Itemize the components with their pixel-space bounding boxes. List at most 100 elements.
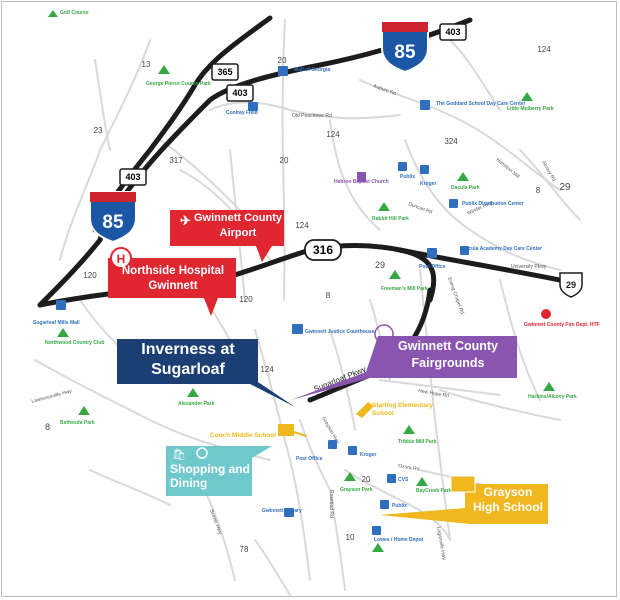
post-office-icon [328,440,337,449]
label-post-office-top: Post Office [419,264,446,270]
special-markers [357,172,551,344]
store-icon [387,474,396,483]
stadium-icon [248,102,258,111]
route-8-c: 8 [45,422,50,432]
starling-label: Starling Elementary School [372,402,434,417]
tree-icon [457,172,469,181]
route-124-d: 124 [260,365,274,374]
label-coolray-field: Coolray Field [226,110,258,116]
street-university-pkwy: University Pkwy [511,264,547,270]
store-icon [348,446,357,455]
shield-403-left: 403 [125,172,140,182]
street-ozora: Ozora Rd [398,463,420,473]
label-cvs: CVS [398,477,409,483]
callout-airport[interactable]: ✈ Gwinnett County Airport [170,210,284,262]
label-dacula-academy: Dacula Academy Day Care Center [462,246,542,252]
route-numbers: 13 23 20 20 124 124 124 317 8 8 29 120 1… [83,45,571,554]
street-hamilton-mill: Hamilton Mill [495,157,521,180]
street-loganville-hwy: Loganville Hwy [435,526,447,561]
hospital-h-glyph: H [117,252,126,266]
label-mall-of-georgia: Mall of Georgia [294,67,330,73]
street-auburn: Auburn Rd [372,83,397,97]
label-tribble-mill: Tribble Mill Park [398,439,437,445]
label-harbins: Harbins/Alcovy Park [528,394,577,400]
label-little-mulberry: Little Mulberry Park [507,106,554,112]
tree-icon [57,328,69,337]
label-publix-bottom: Publix [392,503,407,509]
tree-icon [372,543,384,552]
label-northwood: Northwood Country Club [45,340,104,346]
route-20-b: 20 [280,156,289,165]
shield-403-top: 403 [445,27,460,37]
label-george-pierce: George Pierce County Park [146,81,211,87]
tree-icon [389,270,401,279]
shield-365: 365 [217,67,232,77]
label-baycreek: BayCreek Park [416,488,452,494]
landmark-labels: Golf Course George Pierce County Park Ma… [33,10,600,543]
school-building-icon [450,475,476,493]
school-icon [460,246,469,255]
street-new-hope: New Hope Rd [418,388,450,399]
route-8-b: 8 [326,291,331,300]
route-20-a: 20 [278,56,287,65]
school-building-icon [278,424,294,436]
i85-top-label: 85 [394,42,416,63]
us29-label: 29 [566,280,576,290]
label-post-office-mid: Post Office [296,456,323,462]
label-sugarloaf-mills: Sugarloaf Mills Mall [33,320,80,326]
park-markers [48,10,555,552]
label-publix-distribution: Publix Distribution Center [462,201,524,207]
street-old-peachtree: Old Peachtree Rd [292,113,332,119]
us29-shield: 29 [559,272,583,298]
mall-icon [56,300,66,310]
callout-starling[interactable]: Starling Elementary School [356,402,454,424]
label-publix-top: Publix [400,174,415,180]
route-29: 29 [559,182,571,193]
couch-label: Couch Middle School [210,432,276,439]
callout-hospital[interactable]: H Northside Hospital Gwinnett [108,247,236,316]
label-lowes: Lowes / Home Depot [374,537,424,543]
label-grayson-park: Grayson Park [340,487,373,493]
tree-icon [378,202,390,211]
callout-grayson-hs[interactable]: Grayson High School [380,475,548,524]
library-icon [284,508,294,517]
tree-icon [543,382,555,391]
route-20-c: 20 [362,475,371,484]
route-124-c: 124 [295,221,309,230]
callout-shopping[interactable]: 🛍 Shopping and Dining [166,446,272,496]
state-shields: 403 365 403 403 316 [119,23,467,261]
hospital-icon [110,247,132,269]
street-scenic-hwy: Scenic Hwy [208,509,223,536]
fairgrounds-label: Gwinnett County Fairgrounds [398,339,498,370]
tree-icon [187,388,199,397]
school-flag-icon [356,402,374,418]
label-fire-dept: Gwinnett County Fire Dept. HTF [524,322,600,328]
label-hebron-church: Hebron Baptist Church [334,179,389,185]
store-icon [420,165,429,174]
warehouse-icon [449,199,458,208]
label-gwinnett-library: Gwinnett Library [262,508,302,514]
callout-fairgrounds[interactable]: Gwinnett County Fairgrounds [291,336,517,400]
callout-couch[interactable]: Couch Middle School [210,424,307,439]
route-29-b: 29 [375,260,385,270]
label-justice-courthouse: Gwinnett Justice Courthouse [305,329,375,335]
shopping-bag-icon: 🛍 [172,448,186,461]
store-icon [372,526,381,535]
store-icon [398,162,407,171]
post-office-icon [427,248,437,258]
tree-icon [48,10,58,17]
route-324: 324 [444,137,458,146]
tree-icon [416,477,428,486]
shopping-label: Shopping and Dining [170,462,250,490]
route-120-b: 120 [83,271,97,280]
callout-inverness[interactable]: Inverness at Sugarloaf [117,339,295,407]
route-120-a: 120 [239,295,253,304]
label-kroger-mid: Kroger [360,452,376,458]
route-23: 23 [94,126,103,135]
label-golf-course: Golf Course [60,10,89,16]
label-goddard: The Goddard School Day Care Center [436,101,526,107]
street-duncan: Duncan Rd [407,201,433,215]
courthouse-icon [292,324,303,334]
